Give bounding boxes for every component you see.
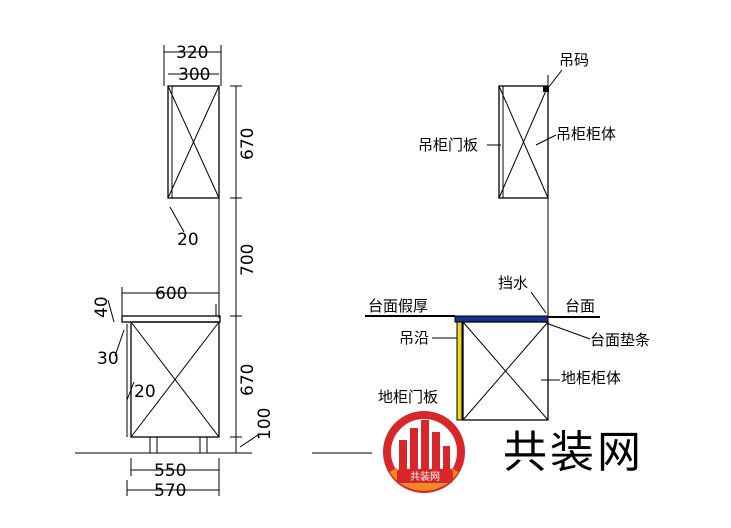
left-base-cabinet-cross-b <box>130 321 220 438</box>
left-dimensioned-view: 320 300 670 700 670 100 600 40 30 20 20 <box>75 43 275 501</box>
label-base-cabinet-door: 地柜门板 <box>378 388 438 406</box>
dim-20-lower-leader <box>126 381 135 401</box>
leader-backsplash <box>530 291 547 314</box>
right-wall-cabinet-cross-b <box>498 85 549 199</box>
hanger-block <box>543 86 549 92</box>
dim-320-label: 320 <box>176 43 208 63</box>
dim-100-leader <box>239 434 259 448</box>
leader-hanger <box>547 69 563 89</box>
dim-300-label: 300 <box>178 65 210 85</box>
label-base-cabinet-body: 地柜柜体 <box>561 369 621 387</box>
watermark-text: 共装网 <box>503 427 644 478</box>
label-hanging-edge: 吊沿 <box>399 329 429 347</box>
left-wall-cabinet <box>167 85 220 199</box>
dim-20-upper-label: 20 <box>177 230 199 250</box>
dim-40-label: 40 <box>92 296 112 318</box>
right-base-cabinet-cross-b <box>462 321 549 421</box>
watermark-logo-text: 共装网 <box>410 470 440 483</box>
leader-wall-body <box>535 134 557 146</box>
dim-700-label: 700 <box>238 244 258 276</box>
label-wall-cabinet-door: 吊柜门板 <box>418 136 478 154</box>
dim-550-label: 550 <box>154 461 186 481</box>
dim-670-lower-label: 670 <box>238 364 258 396</box>
right-labelled-view: 吊码 吊柜门板 吊柜柜体 挡水 台面假厚 台面 吊沿 台面垫条 地柜柜体 地柜门… <box>312 51 650 454</box>
dim-30-leader <box>114 329 125 357</box>
label-wall-cabinet-body: 吊柜柜体 <box>556 125 616 143</box>
right-wall-cabinet <box>498 85 549 199</box>
dim-20-upper-leader <box>169 206 185 233</box>
left-leg-front <box>149 436 158 454</box>
label-countertop: 台面 <box>565 297 595 315</box>
label-hanger: 吊码 <box>559 51 589 69</box>
dim-40-leader <box>107 299 115 323</box>
label-countertop-shim: 台面垫条 <box>590 331 650 349</box>
dim-100-label: 100 <box>255 408 275 440</box>
right-base-cabinet-door <box>456 321 463 421</box>
leader-countertop-shim <box>545 322 591 340</box>
label-backsplash: 挡水 <box>498 274 528 292</box>
left-countertop <box>121 315 221 323</box>
dim-570-label: 570 <box>154 481 186 501</box>
left-wall-cabinet-cross-b <box>167 85 220 199</box>
dim-600-label: 600 <box>155 284 187 304</box>
watermark: 共装网 共装网 <box>383 411 644 493</box>
right-countertop <box>454 315 549 323</box>
dim-20-lower-label: 20 <box>134 382 156 402</box>
label-countertop-fake-thickness: 台面假厚 <box>368 297 428 315</box>
right-base-cabinet <box>462 321 549 421</box>
dim-30-label: 30 <box>97 349 119 369</box>
left-leg-back <box>199 436 208 454</box>
watermark-logo: 共装网 <box>383 411 465 493</box>
dim-670-upper-label: 670 <box>238 128 258 160</box>
